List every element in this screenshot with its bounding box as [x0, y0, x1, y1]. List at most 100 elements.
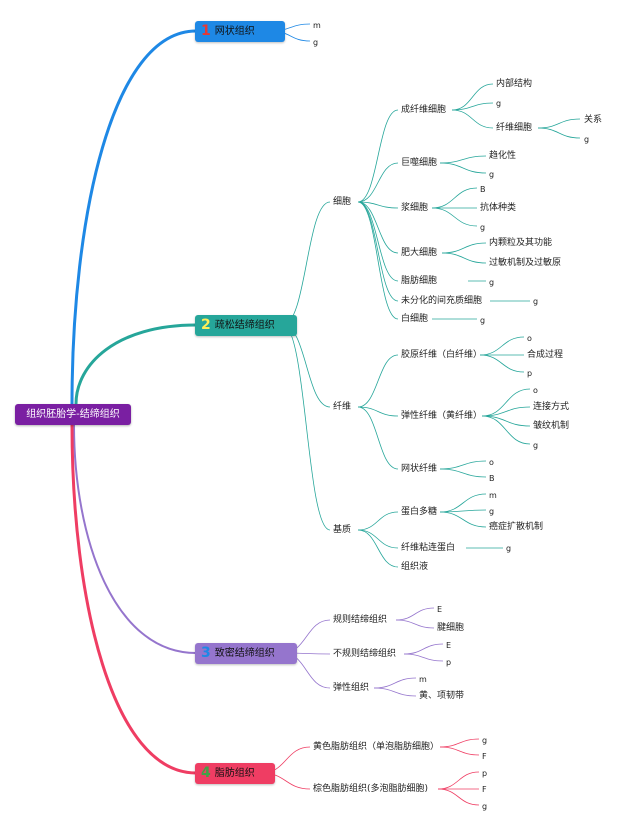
- leaf[interactable]: o: [527, 334, 532, 343]
- connector-line: [439, 162, 487, 174]
- leaf[interactable]: 趋化性: [489, 151, 517, 161]
- connector-line: [431, 207, 478, 227]
- leaf[interactable]: 抗体种类: [480, 203, 517, 213]
- matrix-node[interactable]: 基质: [333, 525, 352, 535]
- elastic-tissue[interactable]: 弹性组织: [333, 683, 370, 693]
- matrix-proteoglycan[interactable]: 蛋白多糖: [401, 507, 438, 517]
- leaf[interactable]: B: [489, 474, 495, 483]
- dense-irregular[interactable]: 不规则结缔组织: [333, 649, 397, 659]
- leaf[interactable]: 皱纹机制: [533, 421, 570, 431]
- leaf[interactable]: 黄、项韧带: [419, 691, 465, 701]
- fiber-collagen[interactable]: 胶原纤维（白纤维）: [401, 350, 483, 360]
- branch-1-label: 网状组织: [214, 26, 255, 37]
- matrix-tissue-fluid[interactable]: 组织液: [401, 562, 429, 572]
- branch-2-label: 疏松结缔组织: [214, 320, 275, 331]
- connector-line: [479, 354, 525, 373]
- leaf[interactable]: 内部结构: [496, 79, 533, 89]
- leaf[interactable]: g: [313, 38, 319, 47]
- leaf[interactable]: p: [446, 658, 452, 667]
- dense-regular[interactable]: 规则结缔组织: [333, 615, 388, 625]
- root-to-branch-2-line: [74, 323, 198, 406]
- connector-line: [451, 109, 494, 129]
- leaf[interactable]: 腱细胞: [437, 623, 465, 633]
- leaf[interactable]: g: [480, 223, 486, 232]
- connector-line: [451, 83, 494, 111]
- leaf[interactable]: g: [480, 316, 486, 325]
- connector-line: [537, 127, 581, 139]
- to-fibers: [282, 324, 331, 408]
- leaf[interactable]: g: [489, 170, 495, 179]
- leaf[interactable]: g: [533, 297, 539, 306]
- cell-mast[interactable]: 肥大细胞: [401, 248, 438, 258]
- leaf[interactable]: g: [533, 441, 539, 450]
- leaf[interactable]: B: [480, 185, 486, 194]
- leaf[interactable]: 过敏机制及过敏原: [489, 258, 562, 268]
- leaf[interactable]: m: [489, 491, 497, 500]
- connector-line: [439, 468, 487, 478]
- cell-leukocyte[interactable]: 白细胞: [401, 314, 429, 324]
- root-to-branch-1-line: [70, 29, 198, 406]
- to-matrix: [282, 324, 331, 531]
- leaf[interactable]: g: [584, 135, 590, 144]
- leaf[interactable]: F: [482, 752, 487, 761]
- leaf[interactable]: 合成过程: [527, 350, 564, 360]
- branch-4-number: 4: [201, 765, 211, 781]
- connector-line: [451, 102, 494, 111]
- branch-4-label: 脂肪组织: [214, 768, 255, 779]
- connector-line: [357, 109, 399, 203]
- leaf[interactable]: m: [313, 21, 321, 30]
- connector-line: [357, 511, 399, 531]
- connector-line: [479, 336, 525, 356]
- leaf[interactable]: F: [482, 785, 487, 794]
- connector-line: [537, 118, 581, 129]
- root-node[interactable]: 组织胚胎学-结缔组织: [15, 404, 131, 425]
- leaf[interactable]: m: [419, 675, 427, 684]
- leaf[interactable]: g: [482, 802, 488, 811]
- leaf[interactable]: g: [496, 99, 502, 108]
- fiber-reticular[interactable]: 网状纤维: [401, 464, 438, 474]
- connector-line: [437, 788, 480, 806]
- brown-fat[interactable]: 棕色脂肪组织(多泡脂肪细胞): [313, 784, 429, 794]
- cell-macrophage[interactable]: 巨噬细胞: [401, 158, 438, 168]
- matrix-fibronectin[interactable]: 纤维粘连蛋白: [401, 543, 456, 553]
- leaf[interactable]: g: [489, 278, 495, 287]
- fiber-elastic[interactable]: 弹性纤维（黄纤维）: [401, 411, 483, 421]
- leaf[interactable]: 连接方式: [533, 402, 570, 412]
- leaf-fibrocyte[interactable]: 纤维细胞: [496, 123, 533, 133]
- leaf[interactable]: 内颗粒及其功能: [489, 238, 553, 248]
- connector-line: [357, 162, 399, 203]
- connector-line: [403, 653, 444, 662]
- yellow-fat[interactable]: 黄色脂肪组织（单泡脂肪细胞）: [313, 742, 440, 752]
- cell-adipocyte[interactable]: 脂肪细胞: [401, 276, 438, 286]
- cell-plasma[interactable]: 浆细胞: [401, 203, 429, 213]
- branch-3-label: 致密结缔组织: [214, 648, 275, 659]
- leaf[interactable]: p: [527, 369, 533, 378]
- leaf[interactable]: g: [506, 544, 512, 553]
- leaf[interactable]: E: [446, 641, 452, 650]
- connector-line: [481, 415, 531, 427]
- cell-fibroblast[interactable]: 成纤维细胞: [401, 105, 447, 115]
- to-cells: [282, 201, 331, 326]
- leaf[interactable]: g: [489, 507, 495, 516]
- connector-line: [439, 738, 480, 748]
- fibers-node[interactable]: 纤维: [333, 402, 352, 412]
- leaf[interactable]: g: [482, 736, 488, 745]
- connector-line: [373, 677, 417, 689]
- leaf[interactable]: o: [533, 386, 538, 395]
- leaf[interactable]: 关系: [584, 115, 603, 125]
- leaf[interactable]: E: [437, 605, 443, 614]
- connector-line: [357, 406, 399, 470]
- leaf[interactable]: p: [482, 769, 488, 778]
- leaf[interactable]: 癌症扩散机制: [489, 522, 544, 532]
- connector-line: [481, 406, 531, 417]
- branch-3-number: 3: [201, 645, 211, 661]
- cell-mesenchymal[interactable]: 未分化的间充质细胞: [401, 296, 483, 306]
- connector-line: [403, 643, 444, 655]
- leaf[interactable]: o: [489, 458, 494, 467]
- cells-node[interactable]: 细胞: [333, 197, 352, 207]
- connector-line: [357, 201, 399, 209]
